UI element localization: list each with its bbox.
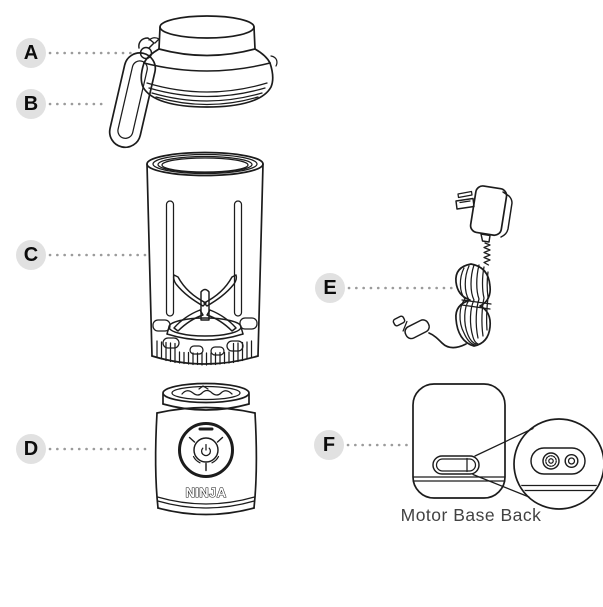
callout-letter-c: C	[23, 244, 39, 266]
callout-badge-a: A	[16, 38, 46, 68]
ninja-logo: NINJA	[185, 485, 226, 500]
callout-badge-f: F	[314, 430, 344, 460]
caption-motor-base-back: Motor Base Back	[400, 505, 542, 525]
charging-ports-detail	[515, 447, 603, 492]
power-icon	[200, 443, 212, 457]
leader-lines	[48, 51, 457, 451]
callout-letter-a: A	[23, 42, 39, 64]
callout-letter-e: E	[323, 277, 337, 299]
power-button-ring	[178, 422, 234, 478]
callout-badge-e: E	[315, 273, 345, 303]
magnifier-circle	[513, 418, 603, 510]
lid-with-handle-illustration	[108, 15, 278, 149]
charging-port-cover	[432, 455, 480, 475]
callout-letter-b: B	[23, 93, 39, 115]
callout-badge-b: B	[16, 89, 46, 119]
motor-base-back-illustration	[412, 383, 603, 510]
callout-letter-f: F	[322, 434, 336, 456]
callout-badge-c: C	[16, 240, 46, 270]
motor-base-illustration: NINJA	[154, 382, 258, 516]
cup-bottom-hatching	[156, 340, 253, 366]
callout-letter-d: D	[23, 438, 39, 460]
cup-with-blades-illustration	[146, 151, 264, 366]
led-indicator-marks	[188, 427, 224, 472]
callout-badge-d: D	[16, 434, 46, 464]
power-adapter-illustration	[392, 185, 513, 349]
